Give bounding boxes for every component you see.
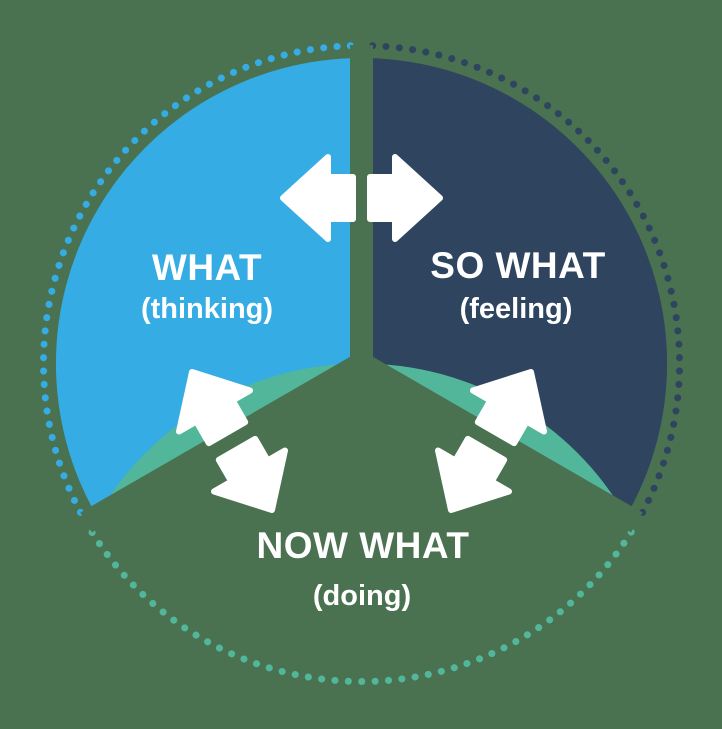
divider-bottom-left (80, 353, 368, 533)
swap-arrow-up-right-icon (469, 369, 548, 447)
segment-what-sublabel: (thinking) (141, 293, 273, 325)
segment-now-what-sublabel: (doing) (313, 580, 411, 612)
swap-arrow-down-left-icon (434, 435, 513, 513)
divider-bottom-right (355, 353, 643, 533)
segment-so-what-sublabel: (feeling) (460, 293, 573, 325)
swap-arrow-up-left-icon (175, 369, 254, 447)
dotted-ring-what-arc (40, 42, 354, 517)
segment-what-label: WHAT (152, 247, 262, 288)
segment-divider-lines (80, 45, 643, 533)
swap-arrow-right-icon (367, 154, 443, 242)
segment-now-what-label: NOW WHAT (257, 525, 470, 566)
dotted-ring-so-what-arc (369, 42, 683, 517)
swap-arrow-left-icon (280, 154, 356, 242)
dotted-ring-now-what-arc (88, 528, 635, 686)
segment-so-what-label: SO WHAT (430, 245, 605, 286)
swap-arrow-down-right-icon (210, 435, 289, 513)
